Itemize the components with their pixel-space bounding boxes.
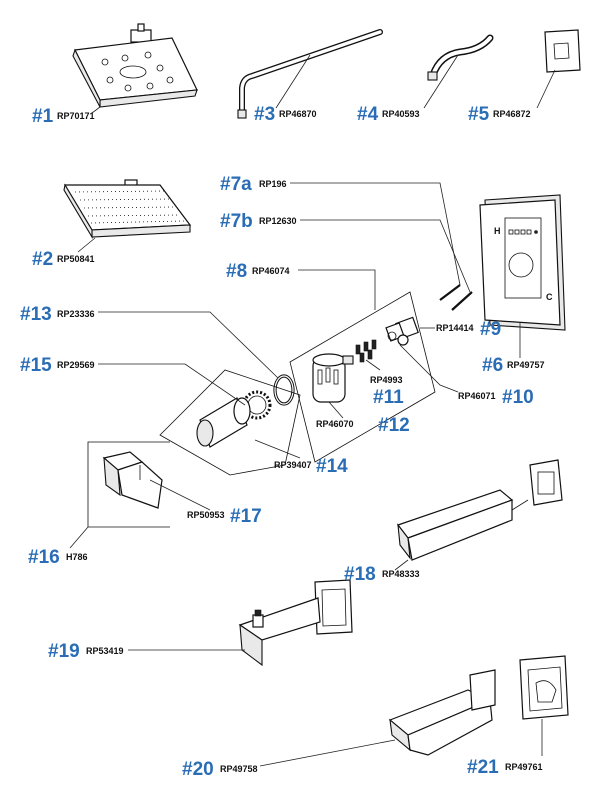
part-code-14: RP39407	[274, 460, 312, 470]
part-code-18: RP48333	[382, 569, 420, 579]
part-code-7a: RP196	[259, 179, 287, 189]
part-code-11: RP4993	[370, 375, 403, 385]
part-code-7b: RP12630	[259, 216, 297, 226]
part-number-7b: #7b	[220, 211, 253, 232]
part-number-14: #14	[316, 456, 348, 477]
o-ring-drawing	[273, 374, 295, 406]
part-number-3: #3	[254, 104, 275, 125]
part-number-19: #19	[48, 641, 80, 662]
part-number-9: #9	[480, 319, 501, 340]
part-number-16: #16	[28, 547, 60, 568]
part-code-1: RP70171	[57, 111, 95, 121]
part-number-13: #13	[20, 304, 52, 325]
part-number-21: #21	[467, 757, 499, 778]
stem-sleeve-drawing	[196, 390, 272, 448]
tub-spout-drawing	[388, 669, 496, 756]
part-number-12: #12	[378, 415, 410, 436]
part-number-7a: #7a	[220, 174, 252, 195]
small-screws-drawing	[355, 339, 377, 363]
part-number-8: #8	[226, 261, 247, 282]
leader-lines	[69, 54, 556, 767]
part-number-20: #20	[182, 759, 214, 780]
trim-plate-drawing: H C	[479, 194, 566, 331]
part-number-1: #1	[32, 106, 54, 127]
diverter-fitting-drawing	[385, 316, 419, 346]
showerhead-rain-drawing	[63, 179, 192, 239]
part-number-17: #17	[230, 506, 262, 527]
part-code-12: RP46070	[316, 419, 354, 429]
part-code-8: RP46074	[252, 266, 290, 276]
part-number-10: #10	[502, 387, 534, 408]
part-code-9: RP14414	[436, 323, 474, 333]
part-code-13: RP23336	[57, 309, 95, 319]
part-number-11: #11	[373, 387, 404, 408]
screws-drawing	[439, 284, 473, 311]
part-code-21: RP49761	[505, 762, 543, 772]
tub-spout-diverter-drawing	[238, 579, 353, 667]
part-code-15: RP29569	[57, 360, 95, 370]
part-code-10: RP46071	[458, 391, 496, 401]
showerhead-square-drawing	[72, 23, 198, 108]
part-code-4: RP40593	[382, 109, 420, 119]
hot-label: H	[494, 226, 501, 236]
part-number-5: #5	[468, 104, 490, 125]
shower-arm-short-drawing	[427, 34, 494, 81]
part-code-5: RP46872	[493, 109, 531, 119]
part-code-16: H786	[66, 552, 88, 562]
part-code-6: RP49757	[507, 360, 545, 370]
flange-drawing	[544, 29, 581, 73]
part-code-2: RP50841	[57, 254, 95, 264]
cartridge-drawing	[312, 353, 354, 403]
spout-flange-drawing	[519, 655, 569, 720]
shower-arm-long-drawing	[237, 29, 383, 119]
handle-group-outline	[87, 441, 170, 528]
handle-drawing	[102, 451, 163, 509]
part-number-18: #18	[344, 564, 376, 585]
part-number-4: #4	[357, 104, 379, 125]
tub-spout-wall-drawing	[397, 459, 563, 561]
part-number-6: #6	[482, 355, 503, 376]
stem-assembly-outline	[159, 369, 301, 476]
part-code-3: RP46870	[279, 109, 317, 119]
part-labels: #1 RP70171 #2 RP50841 #3 RP46870 #4 RP40…	[20, 104, 545, 780]
cold-label: C	[546, 292, 553, 302]
part-number-15: #15	[20, 355, 52, 376]
part-code-17: RP50953	[187, 510, 225, 520]
valve-kit-outline	[289, 291, 436, 463]
part-code-19: RP53419	[86, 646, 124, 656]
part-code-20: RP49758	[220, 764, 258, 774]
part-number-2: #2	[32, 249, 53, 270]
